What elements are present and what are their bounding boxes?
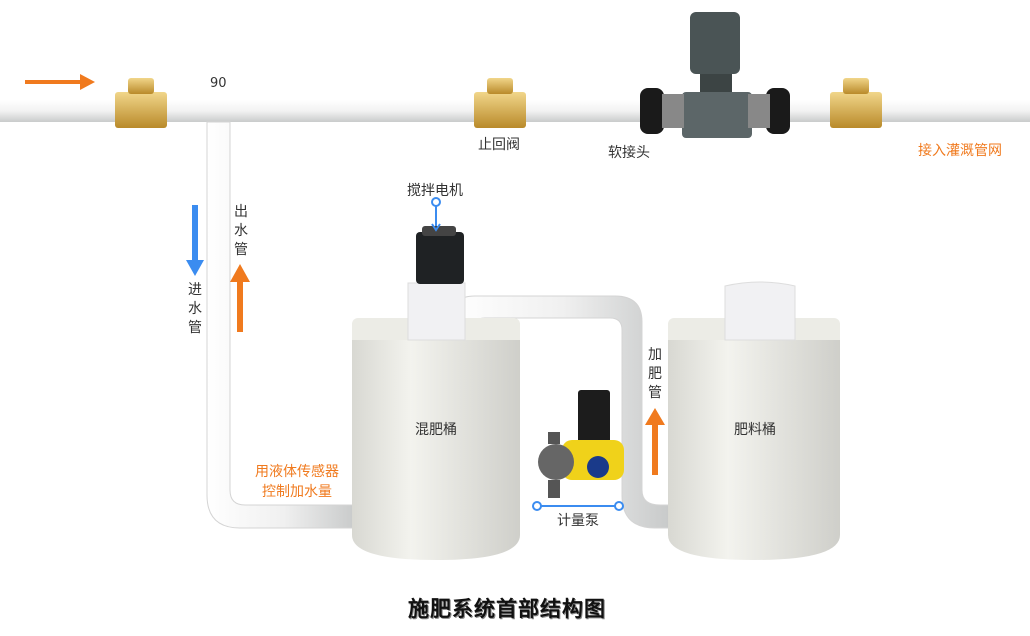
diagram-title: 施肥系统首部结构图 [408,597,606,621]
outlet-pipe-label: 出水管 [234,204,248,258]
metering-pump [538,390,624,498]
metering-pump-label: 计量泵 [557,513,599,529]
pointer-lines [431,197,624,511]
elbow-label: 90 [210,76,227,91]
fertilizer-tank-label: 肥料桶 [734,422,776,438]
orange-right-arrow-icon [25,74,95,90]
blue-down-arrow-icon [186,205,204,276]
check-valves [115,78,882,128]
flow-arrows [25,74,665,475]
fertilizer-tank [668,281,840,560]
mixing-tank-label: 混肥桶 [415,422,457,438]
motor-label: 搅拌电机 [407,183,463,199]
check-valve-label: 止回阀 [478,137,520,153]
pipeline-pump [640,12,790,138]
sensor-label-2: 控制加水量 [262,484,332,500]
soft-joint-label: 软接头 [608,145,650,161]
irrigation-label: 接入灌溉管网 [918,143,1002,159]
orange-up-arrow-icon [230,264,250,332]
sensor-label-1: 用液体传感器 [255,464,339,480]
inlet-pipe-label: 进水管 [188,282,202,336]
feed-pipe-label: 加肥管 [648,347,662,401]
orange-up-arrow-icon [645,408,665,475]
mixing-tank [352,226,520,560]
